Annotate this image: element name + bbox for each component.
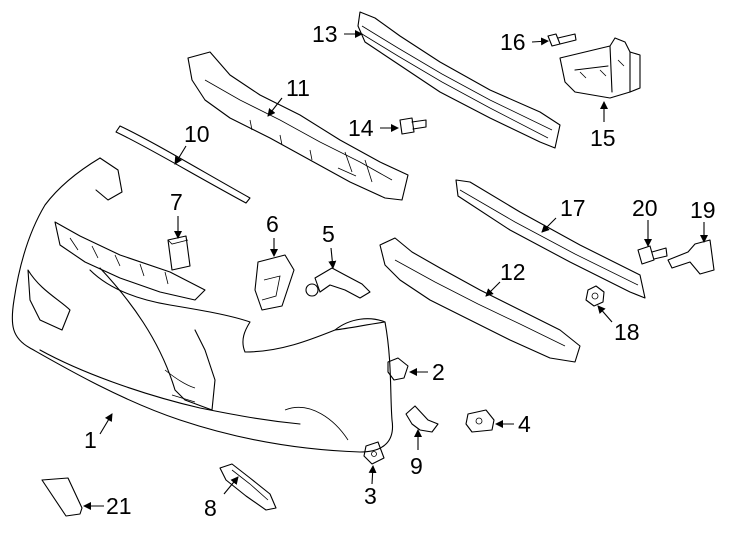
callout-11: 11 [286,75,310,101]
callout-8: 8 [204,495,217,521]
upper-absorber-part [187,51,409,201]
side-bracket-part [667,239,715,275]
clip-3-part [363,441,385,465]
upper-reinforcement-part [357,11,561,149]
callout-17: 17 [560,195,586,221]
lower-reinforcement-part [455,179,646,299]
molding-strip-part [115,125,251,204]
callout-14: 14 [348,115,374,141]
retainer-4-part [465,409,495,433]
bumper-cover-part [11,157,394,453]
bracket-6-part [254,254,295,311]
callout-13: 13 [312,21,338,47]
callout-2: 2 [432,359,445,385]
callout-16: 16 [500,29,526,55]
leader-lines [83,30,708,510]
callout-21: 21 [106,493,132,519]
bolt-14-part [399,117,427,135]
mounting-bracket-part [559,37,641,99]
callout-labels: 1 2 3 4 5 6 7 8 9 10 11 12 13 14 15 16 1… [84,21,716,521]
callout-6: 6 [266,211,279,237]
callout-7: 7 [170,189,183,215]
callout-3: 3 [364,483,377,509]
callout-18: 18 [614,319,640,345]
clip-2-part [387,357,409,381]
callout-15: 15 [590,125,616,151]
callout-9: 9 [410,453,423,479]
pad-7-part [167,235,191,271]
bracket-9-part [405,405,439,433]
callout-12: 12 [500,259,526,285]
clip-5-part [305,267,371,299]
trim-8-part [219,463,277,511]
nut-18-part [585,285,605,307]
bolt-20-part [637,245,668,265]
callout-1: 1 [84,427,97,453]
callout-20: 20 [632,195,658,221]
callout-19: 19 [690,197,716,223]
callout-10: 10 [184,121,210,147]
callout-5: 5 [322,221,335,247]
callout-4: 4 [518,411,531,437]
plate-21-part [41,477,83,517]
bolt-16-part [547,33,577,47]
lower-absorber-part [379,237,581,363]
